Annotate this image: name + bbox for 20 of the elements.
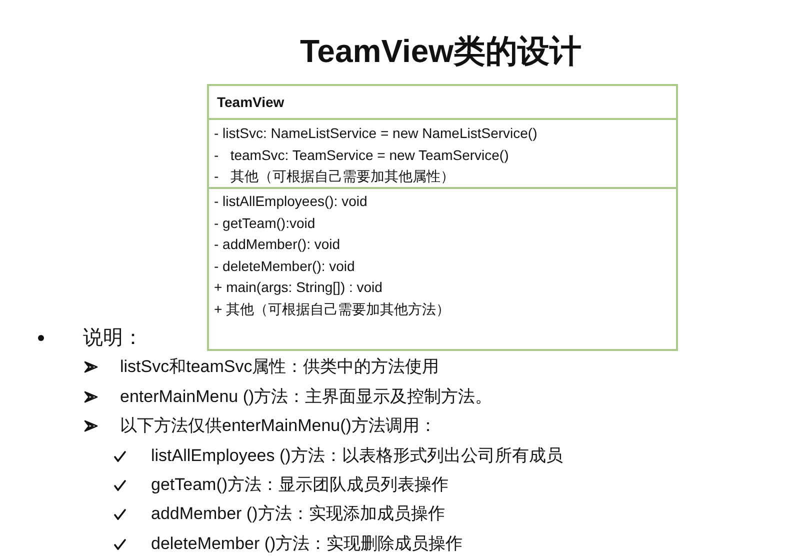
class-box — [207, 84, 678, 351]
method-text: + main(args: String[]) : void — [214, 278, 384, 298]
note-text: deleteMember ()方法：实现删除成员操作 — [151, 534, 463, 554]
method-text: - deleteMember(): void — [214, 256, 356, 276]
method-text: + 其他（可根据自己需要加其他方法） — [214, 300, 452, 319]
note-text: listAllEmployees ()方法：以表格形式列出公司所有成员 — [151, 446, 563, 466]
attribute-text: - listSvc: NameListService = new NameListService() — [214, 124, 538, 143]
note-text: enterMainMenu ()方法：主界面显示及控制方法。 — [120, 386, 492, 408]
slide-title: TeamView类的设计 — [300, 32, 582, 71]
attribute-text: - teamSvc: TeamService = new TeamService() — [214, 146, 510, 165]
attribute-text: - 其他（可根据自己需要加其他属性） — [214, 167, 456, 186]
note-text: 以下方法仅供enterMainMenu()方法调用： — [120, 416, 436, 436]
note-text: getTeam()方法：显示团队成员列表操作 — [151, 474, 449, 496]
method-text: - listAllEmployees(): void — [214, 192, 368, 211]
note-text: 说明： — [83, 326, 143, 350]
note-text: listSvc和teamSvc属性：供类中的方法使用 — [120, 356, 440, 378]
method-text: - addMember(): void — [214, 235, 342, 254]
method-text: - getTeam():void — [214, 214, 316, 233]
class-name: TeamView — [216, 93, 286, 110]
note-text: addMember ()方法：实现添加成员操作 — [151, 504, 445, 524]
